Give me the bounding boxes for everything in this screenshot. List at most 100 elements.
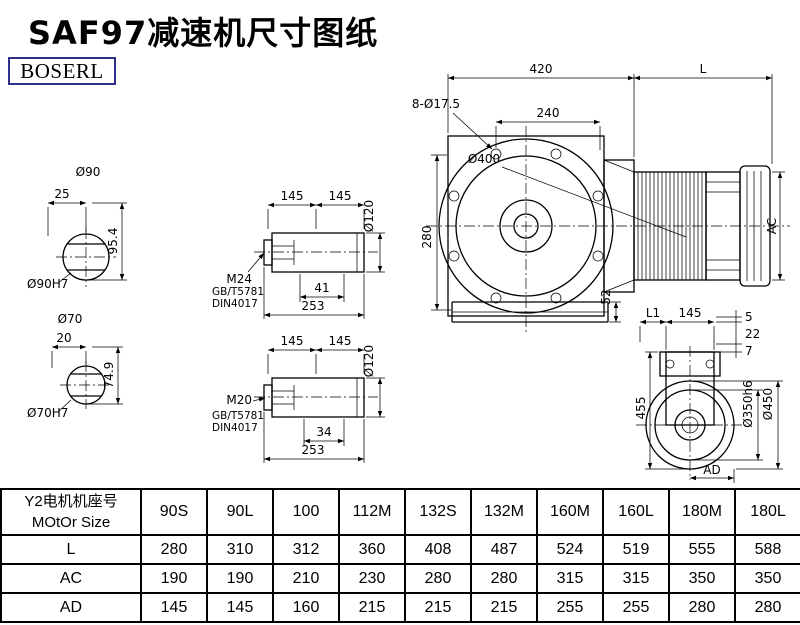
size-col-header: 90S [140,488,208,536]
dim-L: L [634,62,773,164]
dim-41: 41 [299,274,345,302]
shaft-cross-section-90 [56,228,116,287]
bolt-holes-callout: 8-Ø17.5 [412,97,493,150]
table-cell: 350 [734,563,800,594]
table-cell: 360 [338,534,406,565]
front-view: 420 L 8-Ø17.5 240 Ø400 [412,62,790,332]
hub-circle [499,199,553,253]
motor-size-label-en: MOtOr Size [31,514,111,531]
dim-label: 280 [420,226,434,249]
dim-253-bottom: 253 [263,412,365,463]
bore-70-view: Ø70 20 74.9 Ø70H7 [27,312,123,420]
side-body [636,346,746,480]
dim-420: 420 [447,62,635,157]
dim-52: 52 [599,289,621,323]
side-view: L1 145 5 22 7 455 [634,306,783,483]
dim-label: 34 [316,425,331,439]
brand-text: BOSERL [20,58,104,83]
dim-key-height-74-9: 74.9 [88,346,123,405]
table-cell: 230 [338,563,406,594]
table-cell: 519 [602,534,670,565]
table-cell: 312 [272,534,340,565]
dim-label: 7 [745,344,753,358]
dim-key-width-20: 20 [51,331,87,368]
dim-spigot-350: Ø350h6 [694,380,763,461]
dims-5-22-7: 5 22 7 [716,310,760,358]
dim-label: AD [703,463,720,477]
table-cell: 215 [404,592,472,623]
size-col-header: 160M [536,488,604,536]
size-col-header: 160L [602,488,670,536]
size-col-header: 180M [668,488,736,536]
row-label: AC [0,563,142,594]
table-cell: 487 [470,534,538,565]
dim-label: 420 [530,62,553,76]
table-cell: 588 [734,534,800,565]
table-cell: 310 [206,534,274,565]
table-cell: 350 [668,563,736,594]
bore-fit-callout-90: Ø90H7 [27,272,72,291]
dim-240: 240 [495,106,601,150]
dim-label-dia90: Ø90 [76,165,101,179]
table-cell: 280 [668,592,736,623]
dim-AD: AD [690,463,735,483]
table-cell: 255 [602,592,670,623]
dim-label: Ø350h6 [741,380,755,428]
table-corner-cell: Y2电机机座号 MOtOr Size [0,488,142,536]
dim-280: 280 [420,154,451,311]
size-col-header: 132S [404,488,472,536]
dim-label: 253 [302,299,325,313]
table-cell: 215 [470,592,538,623]
table-cell: 315 [536,563,604,594]
size-col-header: 112M [338,488,406,536]
table-cell: 145 [140,592,208,623]
output-shaft-m20-view: 145 145 Ø120 M20 GB/T5781 [212,334,385,463]
shaft-cross-section-70 [60,361,112,409]
gear-housing [426,126,790,332]
dim-label: 52 [599,289,613,304]
table-cell: 524 [536,534,604,565]
dim-label: 74.9 [102,362,116,389]
dim-flange-450: Ø450 [694,380,783,470]
table-cell: 190 [206,563,274,594]
table-cell: 555 [668,534,736,565]
output-shaft-m24-view: 145 145 Ø120 M24 GB/T5781 [212,189,385,319]
shaft-body-m20 [254,377,378,418]
table-cell: 280 [470,563,538,594]
dim-AC: AC [765,171,785,281]
page-title: SAF97减速机尺寸图纸 [28,14,379,52]
table-cell: 210 [272,563,340,594]
motor-size-table: Y2电机机座号 MOtOr Size 90S 90L 100 112M 132S… [0,488,800,623]
thread-callout-m24: M24 GB/T5781 DIN4017 [212,252,265,310]
fan-cowl [739,165,771,287]
dim-label: 95.4 [106,228,120,255]
base-foot [451,301,609,323]
dim-label: 20 [56,331,71,345]
dim-label: Ø90H7 [27,277,68,291]
dim-label: Ø120 [362,345,376,377]
dim-label: L [700,62,707,76]
thread-label: M20 [226,393,252,407]
dim-label: 145 [329,189,352,203]
table-cell: 280 [734,592,800,623]
table-cell: 190 [140,563,208,594]
dim-label: 145 [281,334,304,348]
thread-callout-m20: M20 GB/T5781 DIN4017 [212,393,266,434]
dim-label: 145 [281,189,304,203]
dim-label: 22 [745,327,760,341]
dim-label: 455 [634,397,648,420]
dim-34: 34 [303,419,345,446]
table-header-row: Y2电机机座号 MOtOr Size 90S 90L 100 112M 132S… [0,488,800,536]
motor-frame-label-cn: Y2电机机座号 [24,493,118,510]
dim-label: 5 [745,310,753,324]
dim-455: 455 [634,351,686,470]
dim-label: 25 [54,187,69,201]
dim-key-width-25: 25 [47,187,87,236]
dim-L1-145: L1 145 [639,306,715,350]
standard-label: DIN4017 [212,298,258,310]
bore-90-view: Ø90 25 95.4 Ø90H7 [27,165,127,291]
dim-label: 8-Ø17.5 [412,97,460,111]
bore-circle [513,213,539,239]
